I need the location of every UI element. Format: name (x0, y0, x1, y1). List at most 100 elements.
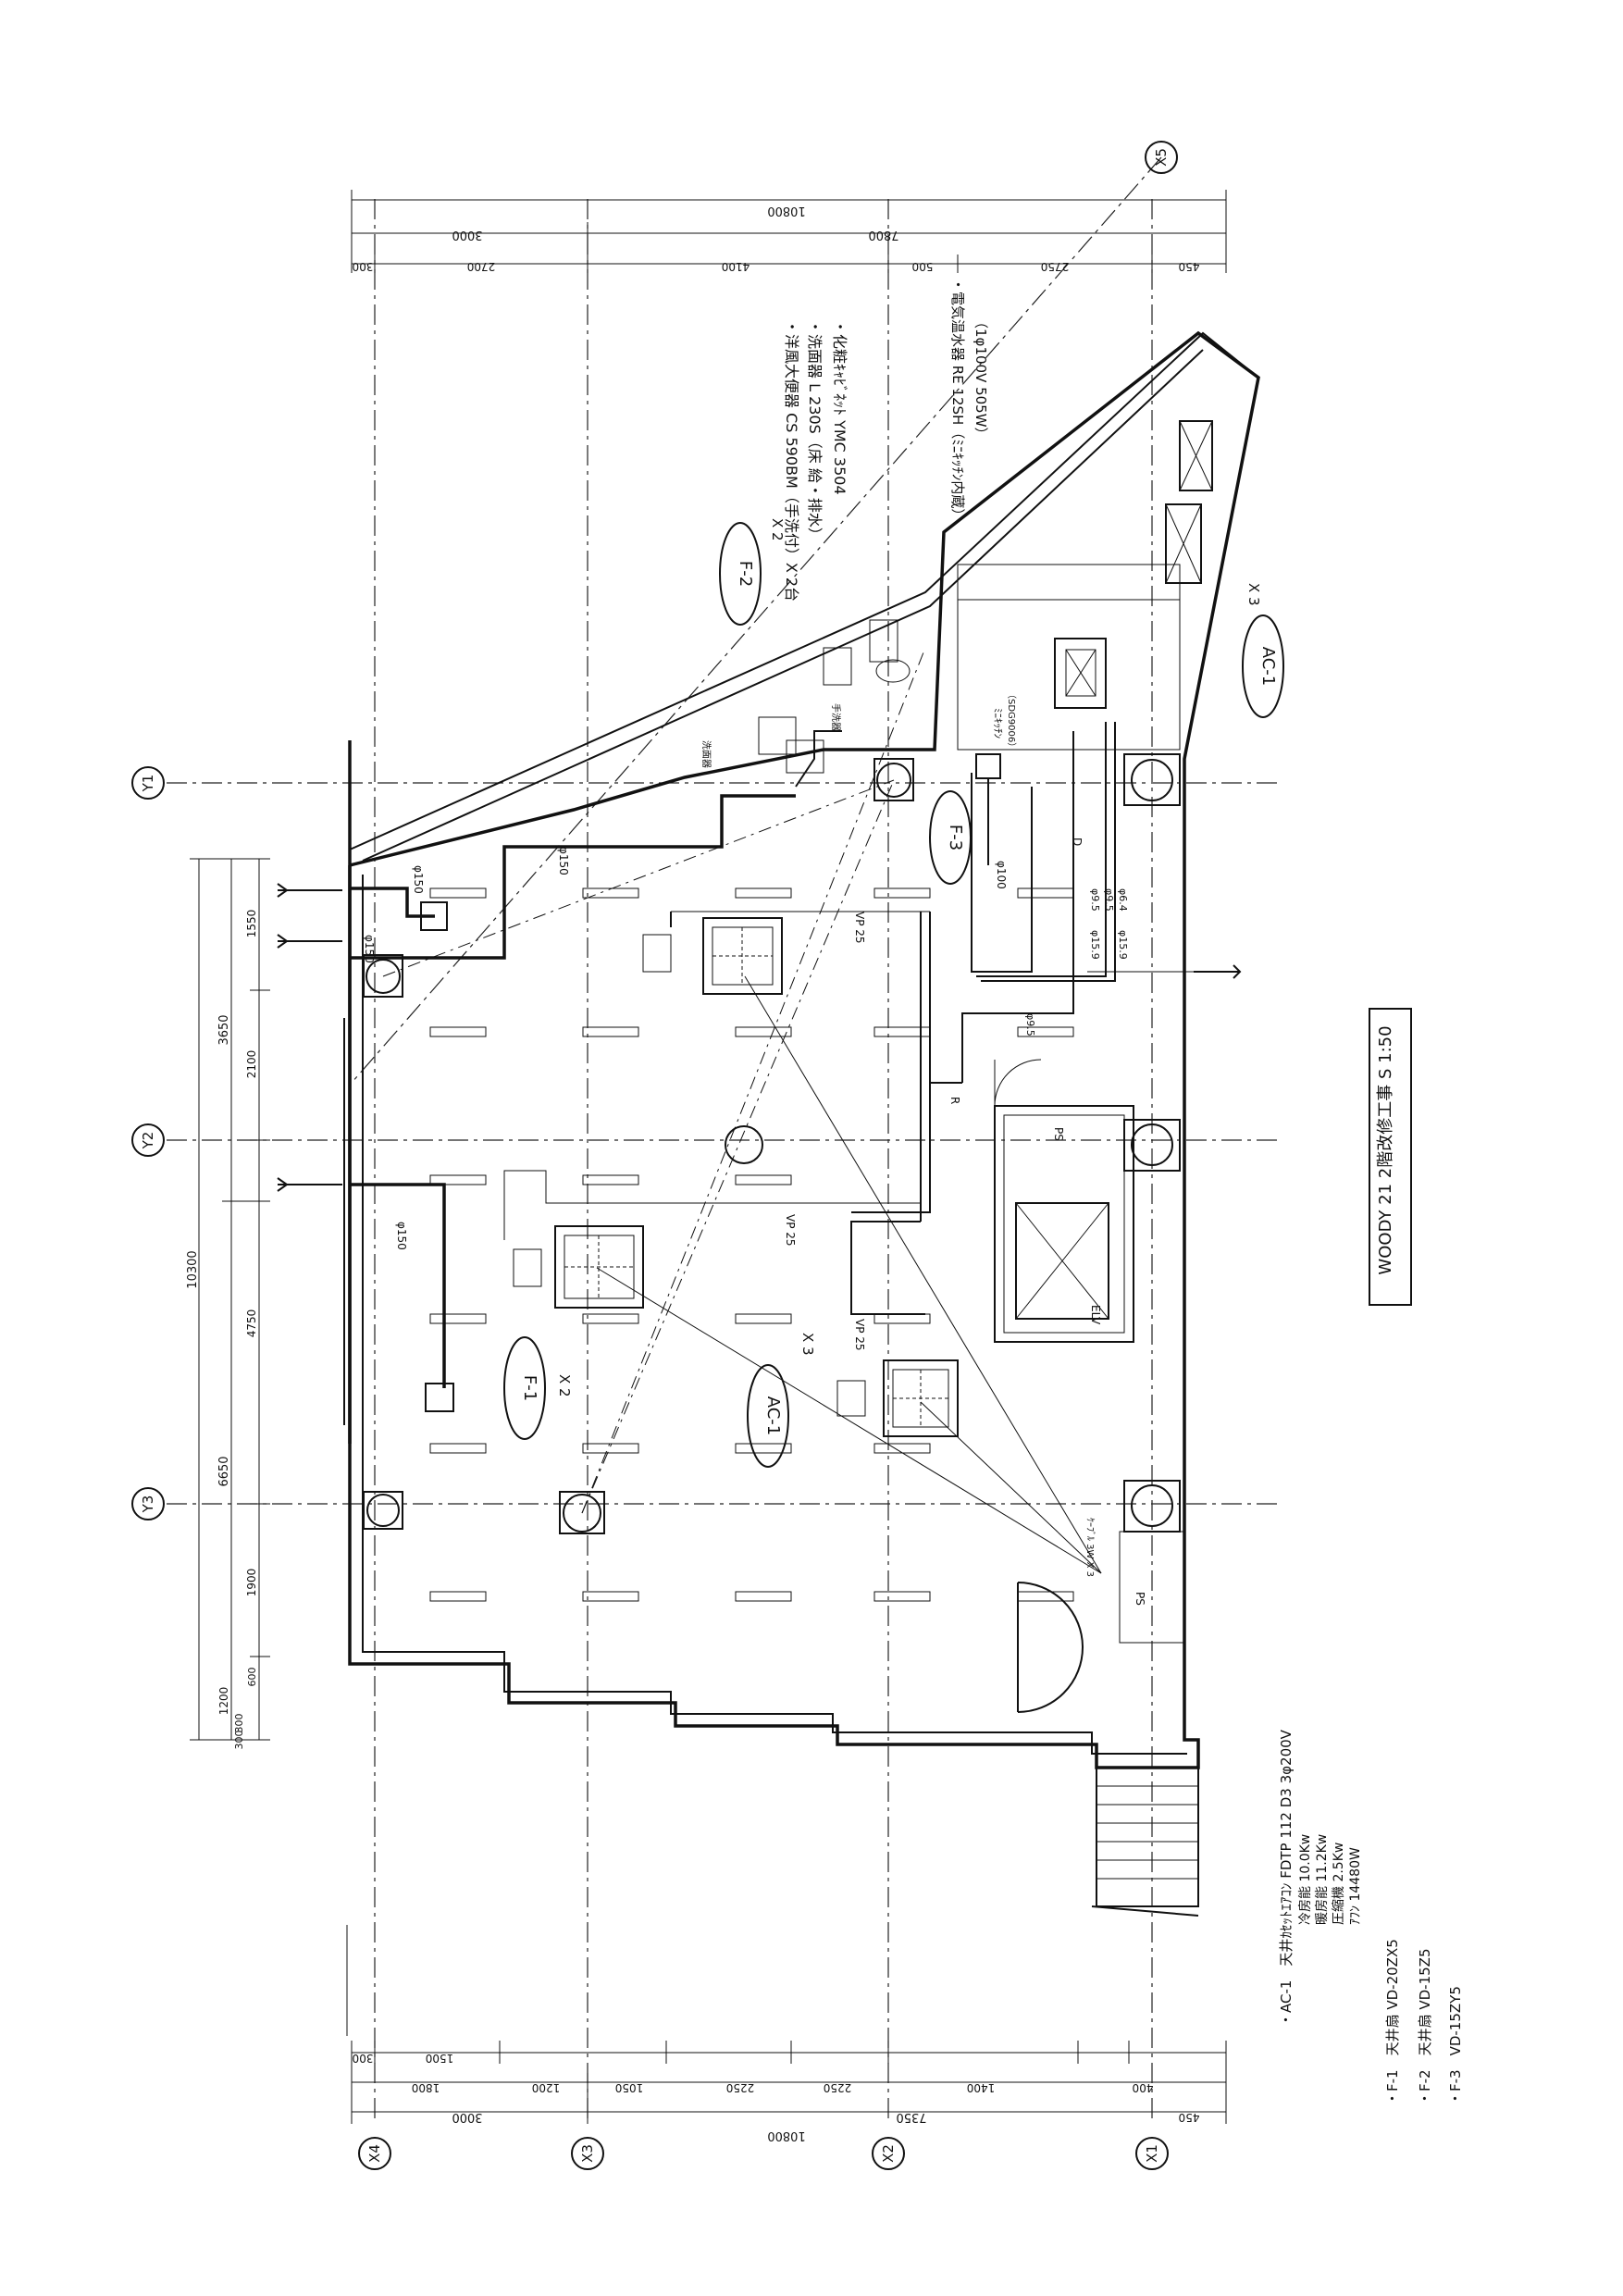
pipe-label-d: D (1071, 838, 1084, 846)
core-area: ELV PS PS (994, 1059, 1185, 1713)
grid-label-x3: X3 (579, 2144, 596, 2163)
grid-label-x5: X5 (1153, 148, 1170, 167)
zone-ac1-top-qty: X 3 (1245, 583, 1262, 606)
dim-top-part-2: 2700 (467, 260, 496, 273)
duct-phi150-b: φ150 (412, 865, 425, 894)
dim-left-sub-1: 3650 (217, 1014, 231, 1045)
grid-bubble-x3: X3 (571, 2137, 604, 2170)
wash-label-b: 手洗器 (830, 703, 842, 731)
stair-area (1091, 1768, 1199, 1917)
left-dimensions: 10300 3650 6650 1550 2100 4750 1900 1200… (186, 858, 270, 1750)
pipe-refr-2: φ15.9 (1089, 930, 1101, 960)
dim-bottom-part-8: 1400 (967, 2081, 996, 2094)
grid-label-y3: Y3 (140, 1496, 156, 1514)
duct-phi150-c: φ150 (557, 847, 570, 875)
zone-f2-label: F-2 (736, 561, 755, 587)
grid-bubble-y3: Y3 (131, 1487, 165, 1520)
column (873, 758, 914, 801)
drawing-title: WOODY 21 2階改修工事 S 1:50 (1376, 1025, 1395, 1274)
grid-bubbles: Y1 Y2 Y3 X1 X2 X3 X4 X5 (131, 141, 1178, 2170)
zone-tag-f2: F-2 X 2 (719, 518, 786, 626)
column (1123, 753, 1181, 806)
dim-top-total: 10800 (767, 204, 805, 217)
grid-bubble-x5: X5 (1145, 141, 1178, 174)
dim-left-part-5: 1200 (217, 1687, 230, 1716)
dim-top-part-3: 4100 (722, 260, 750, 273)
zone-ac1-label: AC-1 (763, 1396, 783, 1436)
ps-label-top: PS (1052, 1127, 1065, 1141)
dim-top-part-4: 500 (912, 260, 934, 273)
grid-label-x1: X1 (1144, 2144, 1160, 2163)
zone-tag-ac1: AC-1 X 3 (747, 1333, 816, 1468)
ps-label-bottom: PS (1134, 1592, 1146, 1606)
grid-bubble-x1: X1 (1135, 2137, 1169, 2170)
bottom-dimensions: 300 1500 1800 1200 1050 2250 2250 1400 4… (351, 2041, 1227, 2142)
heater-note-1: ・電気温水器 RE 12SH（ﾐﾆｷｯﾁﾝ内蔵） (949, 278, 966, 522)
dim-left-part-6: 600 (246, 1668, 258, 1687)
grid-bubble-y2: Y2 (131, 1123, 165, 1157)
pipe-vp25-c: VP 25 (853, 1319, 866, 1351)
ac-units (513, 917, 959, 1437)
pipe-refr-1: φ9.5 (1089, 888, 1101, 912)
dim-bottom-sub-2: 7350 (896, 2110, 926, 2124)
grid-bubble-y1: Y1 (131, 766, 165, 800)
dim-bottom-total: 10800 (767, 2128, 805, 2142)
zone-ac1-top-label: AC-1 (1258, 647, 1278, 687)
wash-label-a: 洗面器 (700, 740, 712, 768)
dim-top-part-1: 300 (353, 260, 374, 273)
dim-left-part-3: 4750 (245, 1309, 258, 1338)
ac-unit (883, 1359, 959, 1437)
grid-label-x2: X2 (880, 2144, 897, 2163)
pipe-refr-6: φ9.5 (1024, 1013, 1036, 1036)
dim-bottom-part-10: 450 (1179, 2111, 1200, 2124)
equipment-schedule: ・AC-1 天井ｶｾｯﾄｴｱｺﾝ FDTP 112 D3 3φ200V 冷房能 … (1278, 1729, 1464, 2105)
dim-bottom-sub-1: 3000 (452, 2110, 482, 2124)
schedule-line-1: ・AC-1 天井ｶｾｯﾄｴｱｺﾝ FDTP 112 D3 3φ200V (1278, 1729, 1295, 2027)
dim-bottom-part-4: 1200 (532, 2081, 561, 2094)
sanitary-fixtures: 洗面器 手洗器 ﾐﾆｷｯﾁﾝ （SDG9006） (700, 619, 1017, 774)
fixture-note-3: ・化粧ｷｬﾋﾞﾈｯﾄ YMC 3504 (831, 319, 849, 495)
schedule-line-5: ｱﾌﾝ 14480W (1348, 1847, 1363, 1925)
elv-label: ELV (1089, 1305, 1102, 1325)
zone-tag-f3: F-3 (929, 790, 972, 885)
schedule-line-3: 暖房能 11.2Kw (1315, 1834, 1330, 1925)
grid-label-x4: X4 (366, 2144, 383, 2163)
pipe-refr-5: φ15.9 (1117, 930, 1129, 960)
grid-label-y2: Y2 (140, 1132, 156, 1150)
ducts: φ150 φ150 φ150 φ150 φ100 (277, 730, 1242, 1412)
schedule-line-6: ・F-1 天井扇 VD-20ZX5 (1384, 1939, 1401, 2105)
pipe-vp25-a: VP 25 (853, 912, 866, 944)
dim-bottom-part-9: 400 (1133, 2081, 1154, 2094)
zone-f2-qty: X 2 (769, 518, 786, 541)
dim-bottom-part-2: 1500 (426, 2052, 454, 2065)
dim-left-part-4: 1900 (245, 1569, 258, 1597)
zone-tag-f1: F-1 X 2 (503, 1336, 573, 1440)
zone-f1-label: F-1 (520, 1375, 539, 1401)
dim-bottom-part-1: 300 (353, 2052, 374, 2065)
grid-label-y1: Y1 (140, 775, 156, 793)
dim-top-sub-1: 3000 (452, 228, 482, 242)
ac-unit (702, 917, 783, 995)
grid-bubble-x4: X4 (358, 2137, 391, 2170)
pipe-label-r: R (948, 1097, 961, 1104)
fixture-note-1: ・洋風大便器 CS 590BM（手洗付）X 2台 (783, 319, 800, 602)
schedule-line-7: ・F-2 天井扇 VD-15Z5 (1417, 1949, 1433, 2105)
column (559, 1491, 605, 1534)
ac-unit (554, 1225, 644, 1309)
dim-left-part-2: 2100 (245, 1050, 258, 1079)
wiring-lines: ｹｰﾌﾞﾙ 3W X 3 (382, 647, 1102, 1577)
building-walls (343, 330, 1260, 1769)
duct-phi150-a: φ150 (363, 935, 376, 963)
fixture-note-2: ・洗面器 L 230S（床 給・排水） (806, 319, 824, 542)
column (363, 954, 403, 998)
wire-label: ｹｰﾌﾞﾙ 3W X 3 (1084, 1518, 1096, 1577)
outdoor-units (957, 420, 1213, 751)
heater-note-2: （1φ100V 505W） (973, 315, 989, 441)
zone-tags: F-2 X 2 F-3 F-1 X 2 AC-1 X 3 AC-1 X 3 (503, 518, 1284, 1468)
dim-left-part-7: 300 (233, 1714, 245, 1733)
dim-bottom-part-3: 1800 (412, 2081, 440, 2094)
piping: VP 25 VP 25 VP 25 φ9.5 φ15.9 φ9.5 φ6.4 φ… (503, 722, 1208, 1351)
zone-tag-ac1-top: AC-1 X 3 (1242, 583, 1284, 718)
grid-bubble-x2: X2 (872, 2137, 905, 2170)
duct-phi100: φ100 (995, 861, 1008, 889)
